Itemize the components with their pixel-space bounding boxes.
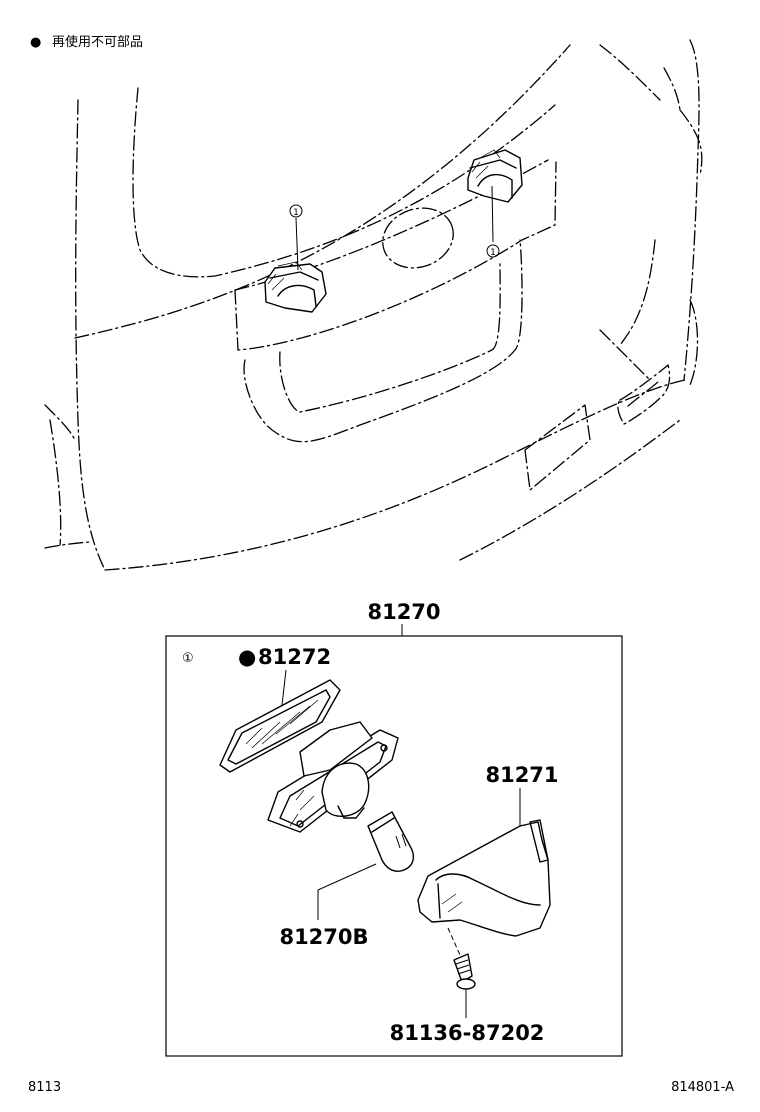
footer-right-code: 814801-A [671, 1080, 734, 1095]
legend: ● 再使用不可部品 [30, 34, 143, 50]
license-lamp-right-installed [467, 149, 523, 203]
screw-part [447, 927, 476, 990]
ref-marker-right: 1 [486, 185, 500, 258]
screw-part-number: 81136-87202 [390, 1021, 545, 1045]
svg-text:1: 1 [293, 208, 299, 218]
license-lamp-left-installed [264, 261, 327, 313]
lamp-body-part [267, 721, 399, 833]
ref-marker-left: 1 [289, 204, 303, 271]
svg-text:1: 1 [490, 248, 496, 258]
vehicle-rear-outline [44, 39, 703, 571]
lens-part-number: 81272 [258, 645, 331, 669]
lens-callout: ● 81272 [238, 645, 331, 706]
footer-left-code: 8113 [28, 1080, 61, 1095]
bulb-callout: 81270B [279, 863, 377, 949]
assembly-callout: 81270 [367, 600, 441, 636]
lens-mark: ● [238, 645, 256, 669]
lens-part [219, 679, 341, 773]
screw-callout: 81136-87202 [390, 990, 545, 1045]
legend-marker: ● [30, 35, 41, 50]
bulb-part-number: 81270B [279, 925, 368, 949]
detail-ref-marker: ① [182, 651, 194, 666]
assembly-part-number: 81270 [367, 600, 440, 624]
housing-callout: 81271 [485, 763, 559, 826]
bulb-part [367, 811, 415, 872]
legend-text: 再使用不可部品 [52, 34, 143, 50]
detail-box [165, 635, 623, 1057]
housing-part [417, 819, 551, 937]
housing-part-number: 81271 [485, 763, 558, 787]
